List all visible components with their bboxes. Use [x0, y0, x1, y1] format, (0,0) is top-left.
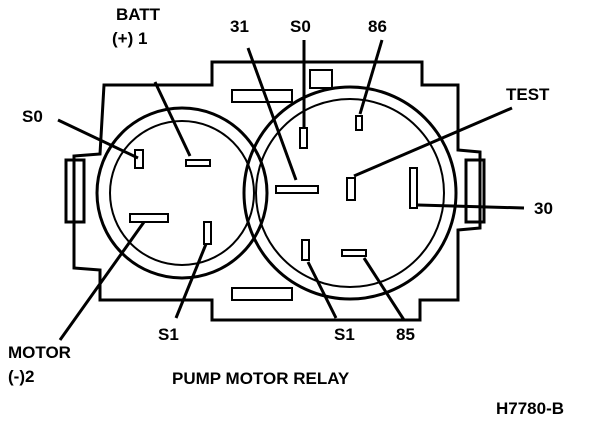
top-slot — [231, 89, 293, 103]
right-latch-tab — [464, 158, 486, 224]
leader-s1-mid — [306, 261, 338, 319]
pin-batt — [185, 159, 211, 167]
pin-test — [346, 177, 356, 201]
label-86: 86 — [368, 17, 387, 36]
label-batt-polarity: (+) 1 — [112, 29, 147, 48]
pin-motor — [129, 213, 169, 223]
left-cavity-outer — [95, 106, 269, 280]
pin-86 — [355, 115, 363, 131]
leader-30 — [417, 203, 525, 210]
leader-85 — [362, 257, 406, 321]
figure-id: H7780-B — [496, 399, 564, 418]
label-motor: MOTOR — [8, 343, 71, 362]
leader-s1-left — [174, 243, 208, 319]
right-cavity-inner — [255, 98, 445, 288]
pin-31 — [275, 185, 319, 194]
label-30: 30 — [534, 199, 553, 218]
top-slot-small — [309, 69, 333, 89]
label-batt: BATT — [116, 5, 161, 24]
label-test: TEST — [506, 85, 550, 104]
left-cavity-inner — [109, 120, 255, 266]
label-s0-top: S0 — [290, 17, 311, 36]
pin-s0-top — [299, 127, 308, 149]
right-cavity-outer — [242, 85, 458, 301]
label-31: 31 — [230, 17, 249, 36]
label-motor-polarity: (-)2 — [8, 367, 34, 386]
bottom-slot — [231, 287, 293, 301]
leader-s0-left — [57, 118, 139, 160]
label-s0-left: S0 — [22, 107, 43, 126]
leader-86 — [358, 39, 384, 115]
relay-housing — [72, 60, 482, 322]
leader-motor — [58, 221, 146, 341]
pin-30 — [409, 167, 418, 209]
label-85: 85 — [396, 325, 415, 344]
leader-31 — [246, 47, 298, 181]
leader-test — [353, 106, 513, 178]
pin-s1-left — [203, 221, 212, 245]
label-s1-left: S1 — [158, 325, 179, 344]
label-s1-mid: S1 — [334, 325, 355, 344]
diagram-title: PUMP MOTOR RELAY — [172, 369, 350, 388]
pin-85 — [341, 249, 367, 257]
left-latch-tab — [64, 158, 86, 224]
pin-s1-mid — [301, 239, 310, 261]
pin-s0-left — [134, 149, 144, 169]
leader-batt — [153, 81, 192, 157]
